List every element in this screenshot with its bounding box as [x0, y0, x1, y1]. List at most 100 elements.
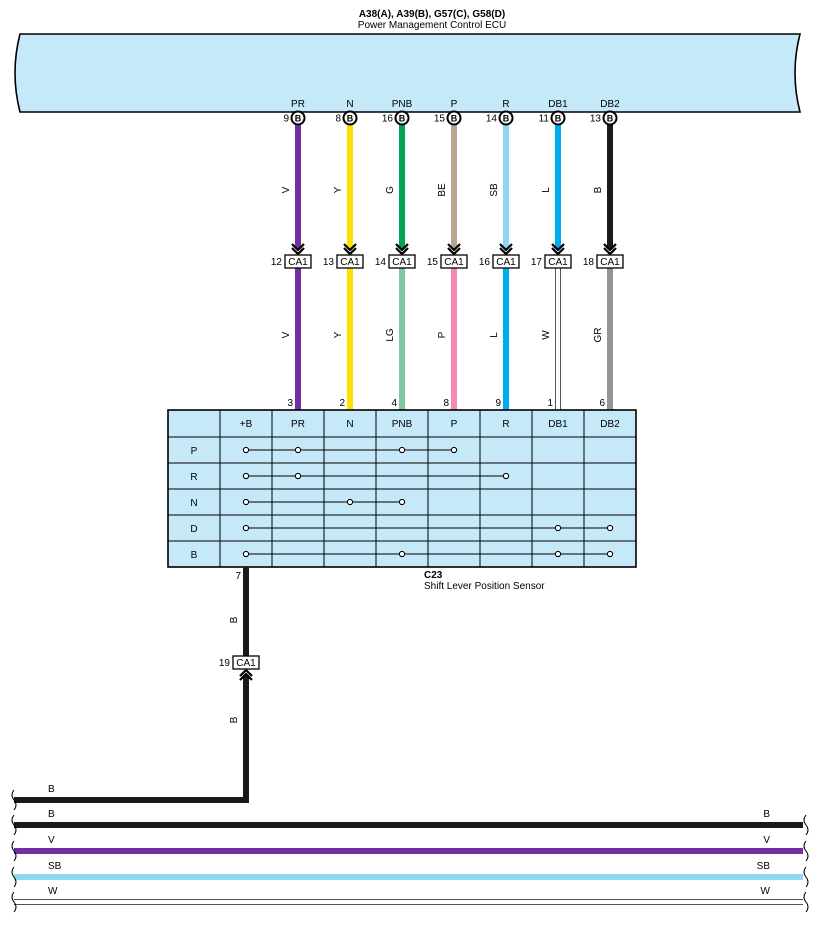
junction-pin-r: 16	[479, 257, 491, 268]
sensor-name: Shift Lever Position Sensor	[424, 581, 545, 592]
switch-contact-icon	[294, 472, 302, 480]
wire-code-p-lower: P	[437, 331, 448, 338]
switch-contact-icon	[242, 524, 250, 532]
junction-pin-p: 15	[427, 257, 439, 268]
break-left-icon	[11, 789, 17, 811]
sensor-row-p: P	[191, 446, 198, 457]
switch-contact-icon	[242, 498, 250, 506]
bus-code-left-3: SB	[48, 861, 62, 872]
wire-code-pnb-lower: LG	[385, 328, 396, 342]
junction-n-box	[336, 254, 364, 269]
junction-db1-label: CA1	[548, 257, 568, 268]
arrow-ground-icon	[239, 668, 253, 681]
sensor-pin-n: 2	[339, 398, 345, 409]
junction-pin-ground: 19	[219, 658, 231, 669]
bus-code-right-2: V	[763, 835, 770, 846]
ecu-pin-number-db2: 13	[590, 114, 602, 125]
wire-code-db2-upper: B	[593, 186, 604, 193]
bus-code-left-0: B	[48, 784, 55, 795]
ecu-pin-number-pnb: 16	[382, 114, 394, 125]
sensor-header-pnb: PNB	[392, 419, 413, 430]
sensor-row-b: B	[191, 550, 198, 561]
junction-r-box	[492, 254, 520, 269]
ecu-pin-number-p: 15	[434, 114, 446, 125]
sensor-row-n: N	[190, 498, 197, 509]
bus-code-right-4: W	[761, 886, 771, 897]
arrow-pnb-icon	[395, 243, 409, 256]
junction-pin-db1: 17	[531, 257, 543, 268]
ecu-signal-n: N	[346, 99, 353, 110]
arrow-r-icon	[499, 243, 513, 256]
ecu-pin-pnb-icon	[394, 110, 410, 126]
switch-contact-icon	[554, 550, 562, 558]
sensor-header-p: P	[451, 419, 458, 430]
junction-p-box	[440, 254, 468, 269]
break-right-icon	[803, 840, 809, 862]
junction-r-label: CA1	[496, 257, 516, 268]
ecu-pin-r-icon	[498, 110, 514, 126]
switch-contact-icon	[294, 446, 302, 454]
bus-code-left-2: V	[48, 835, 55, 846]
break-right-icon	[803, 891, 809, 913]
wire-code-ground-lower: B	[229, 716, 240, 723]
sensor-header-db2: DB2	[600, 419, 620, 430]
junction-pr-label: CA1	[288, 257, 308, 268]
junction-p-label: CA1	[444, 257, 464, 268]
junction-ground-label: CA1	[236, 658, 256, 669]
sensor-header-b: +B	[240, 419, 253, 430]
arrow-db1-icon	[551, 243, 565, 256]
break-left-icon	[11, 840, 17, 862]
ecu-pin-pr-icon	[290, 110, 306, 126]
wire-code-ground-upper: B	[229, 616, 240, 623]
ecu-pin-n-icon	[342, 110, 358, 126]
ecu-signal-pr: PR	[291, 99, 305, 110]
ecu-name: Power Management Control ECU	[358, 20, 506, 31]
switch-contact-icon	[606, 550, 614, 558]
ecu-connector-db2: B	[607, 114, 614, 124]
junction-pnb-box	[388, 254, 416, 269]
ecu-connector-p: B	[451, 114, 458, 124]
wire-code-r-upper: SB	[489, 183, 500, 197]
ecu-body	[14, 33, 802, 113]
junction-db2-box	[596, 254, 624, 269]
ecu-pin-db2-icon	[602, 110, 618, 126]
switch-contact-icon	[242, 472, 250, 480]
arrow-db2-icon	[603, 243, 617, 256]
switch-contact-icon	[502, 472, 510, 480]
ecu-signal-db2: DB2	[600, 99, 620, 110]
wire-code-pr-lower: V	[281, 331, 292, 338]
sensor-pin-p: 8	[443, 398, 449, 409]
ecu-connector-r: B	[503, 114, 510, 124]
wire-code-db1-lower: W	[541, 330, 552, 340]
sensor-header-db1: DB1	[548, 419, 568, 430]
ecu-signal-p: P	[451, 99, 458, 110]
sensor-header-pr: PR	[291, 419, 305, 430]
switch-contact-icon	[242, 550, 250, 558]
sensor-row-r: R	[190, 472, 197, 483]
signal-wires: B9PRVVCA1123B8NYYCA1132B16PNBGLGCA1144B1…	[271, 99, 624, 410]
wire-code-r-lower: L	[489, 332, 500, 338]
arrow-pr-icon	[291, 243, 305, 256]
wire-code-n-lower: Y	[333, 331, 344, 338]
junction-n-label: CA1	[340, 257, 360, 268]
wire-code-pr-upper: V	[281, 186, 292, 193]
arrow-n-icon	[343, 243, 357, 256]
break-left-icon	[11, 866, 17, 888]
ecu-pin-number-pr: 9	[283, 114, 289, 125]
ecu-connector-n: B	[347, 114, 354, 124]
bus-code-right-3: SB	[757, 861, 771, 872]
sensor-header-r: R	[502, 419, 509, 430]
junction-pnb-label: CA1	[392, 257, 412, 268]
ecu-signal-db1: DB1	[548, 99, 568, 110]
bus-code-left-1: B	[48, 809, 55, 820]
bus-code-right-1: B	[763, 809, 770, 820]
switch-contact-icon	[450, 446, 458, 454]
wire-code-pnb-upper: G	[385, 186, 396, 194]
ecu-pin-number-n: 8	[335, 114, 341, 125]
sensor-pin-pnb: 4	[391, 398, 397, 409]
sensor-header-n: N	[346, 419, 353, 430]
arrow-p-icon	[447, 243, 461, 256]
sensor-pin-pr: 3	[287, 398, 293, 409]
